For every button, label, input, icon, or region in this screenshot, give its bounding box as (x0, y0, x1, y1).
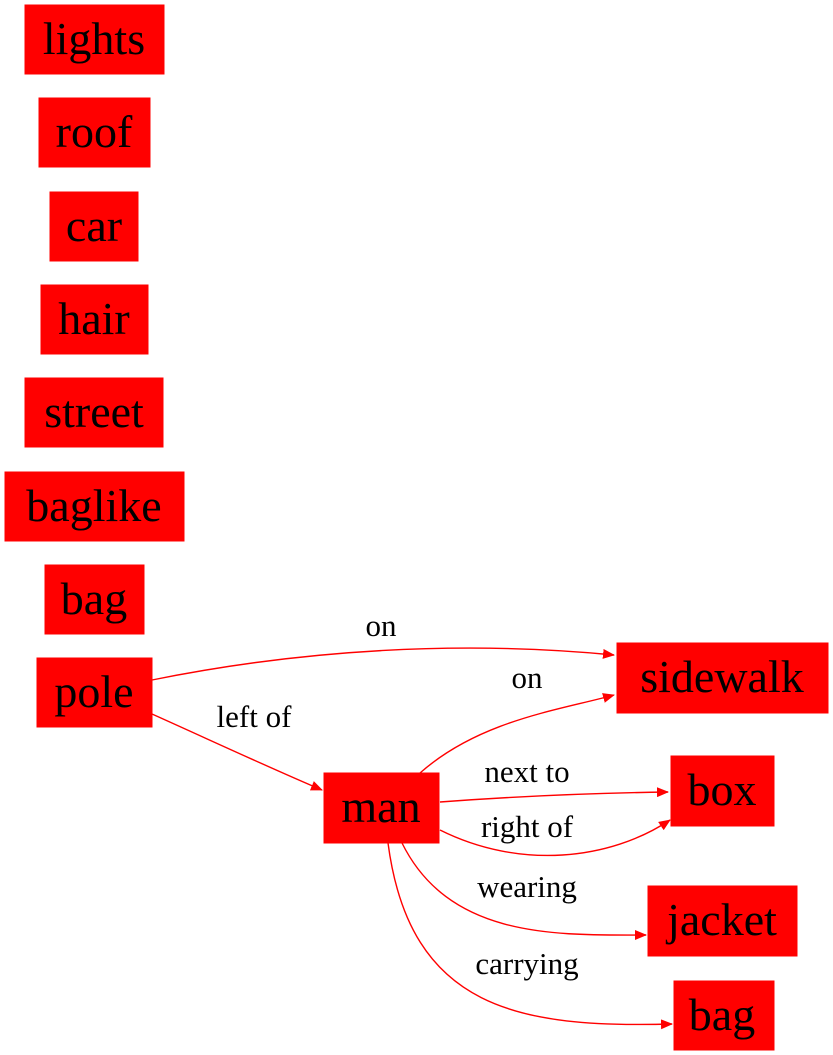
edge-man-carrying-bag (387, 842, 673, 1030)
node-box: box (670, 755, 775, 827)
node-label-car: car (66, 200, 122, 251)
edge-man-right-of-box (439, 819, 671, 857)
node-label-lights: lights (43, 13, 145, 64)
node-baglike: baglike (4, 471, 185, 542)
node-label-roof: roof (56, 106, 133, 157)
edge-man-on-sidewalk (419, 693, 615, 774)
node-label-box: box (688, 764, 757, 815)
node-lights: lights (24, 4, 165, 75)
edge-label-man-carrying-bag: carrying (475, 946, 578, 981)
edges (151, 647, 673, 1030)
node-car: car (49, 191, 139, 262)
node-label-pole: pole (54, 666, 133, 717)
edge-pole-left-of-man (151, 713, 323, 791)
node-label-baglike: baglike (26, 480, 161, 531)
edge-label-man-right-of-box: right of (481, 809, 574, 844)
node-roof: roof (38, 97, 151, 168)
node-street: street (24, 377, 164, 448)
edge-man-next-to-box (439, 787, 669, 803)
node-label-jacket: jacket (665, 894, 777, 945)
node-jacket: jacket (647, 885, 798, 957)
node-label-hair: hair (58, 293, 130, 344)
edge-label-pole-on-sidewalk: on (366, 608, 398, 643)
node-man: man (323, 772, 440, 844)
node-sidewalk: sidewalk (616, 642, 829, 714)
node-label-bag-right: bag (689, 989, 755, 1040)
node-bag-left: bag (44, 564, 145, 635)
nodes: lights roof car hair street baglike bag (4, 4, 829, 1051)
edge-label-man-wearing-jacket: wearing (477, 869, 577, 904)
node-hair: hair (40, 284, 149, 355)
edge-pole-on-sidewalk (151, 647, 615, 681)
edge-label-pole-left-of-man: left of (217, 699, 293, 734)
edge-man-wearing-jacket (401, 842, 647, 941)
node-pole: pole (36, 657, 153, 728)
edge-label-man-next-to-box: next to (484, 754, 569, 789)
edge-label-man-on-sidewalk: on (512, 660, 544, 695)
edge-labels: on left of on next to right of wearing c… (217, 608, 579, 981)
node-label-man: man (341, 781, 420, 832)
node-label-bag-left: bag (61, 573, 127, 624)
node-label-sidewalk: sidewalk (640, 651, 804, 702)
node-label-street: street (44, 386, 144, 437)
node-bag-right: bag (673, 980, 775, 1051)
